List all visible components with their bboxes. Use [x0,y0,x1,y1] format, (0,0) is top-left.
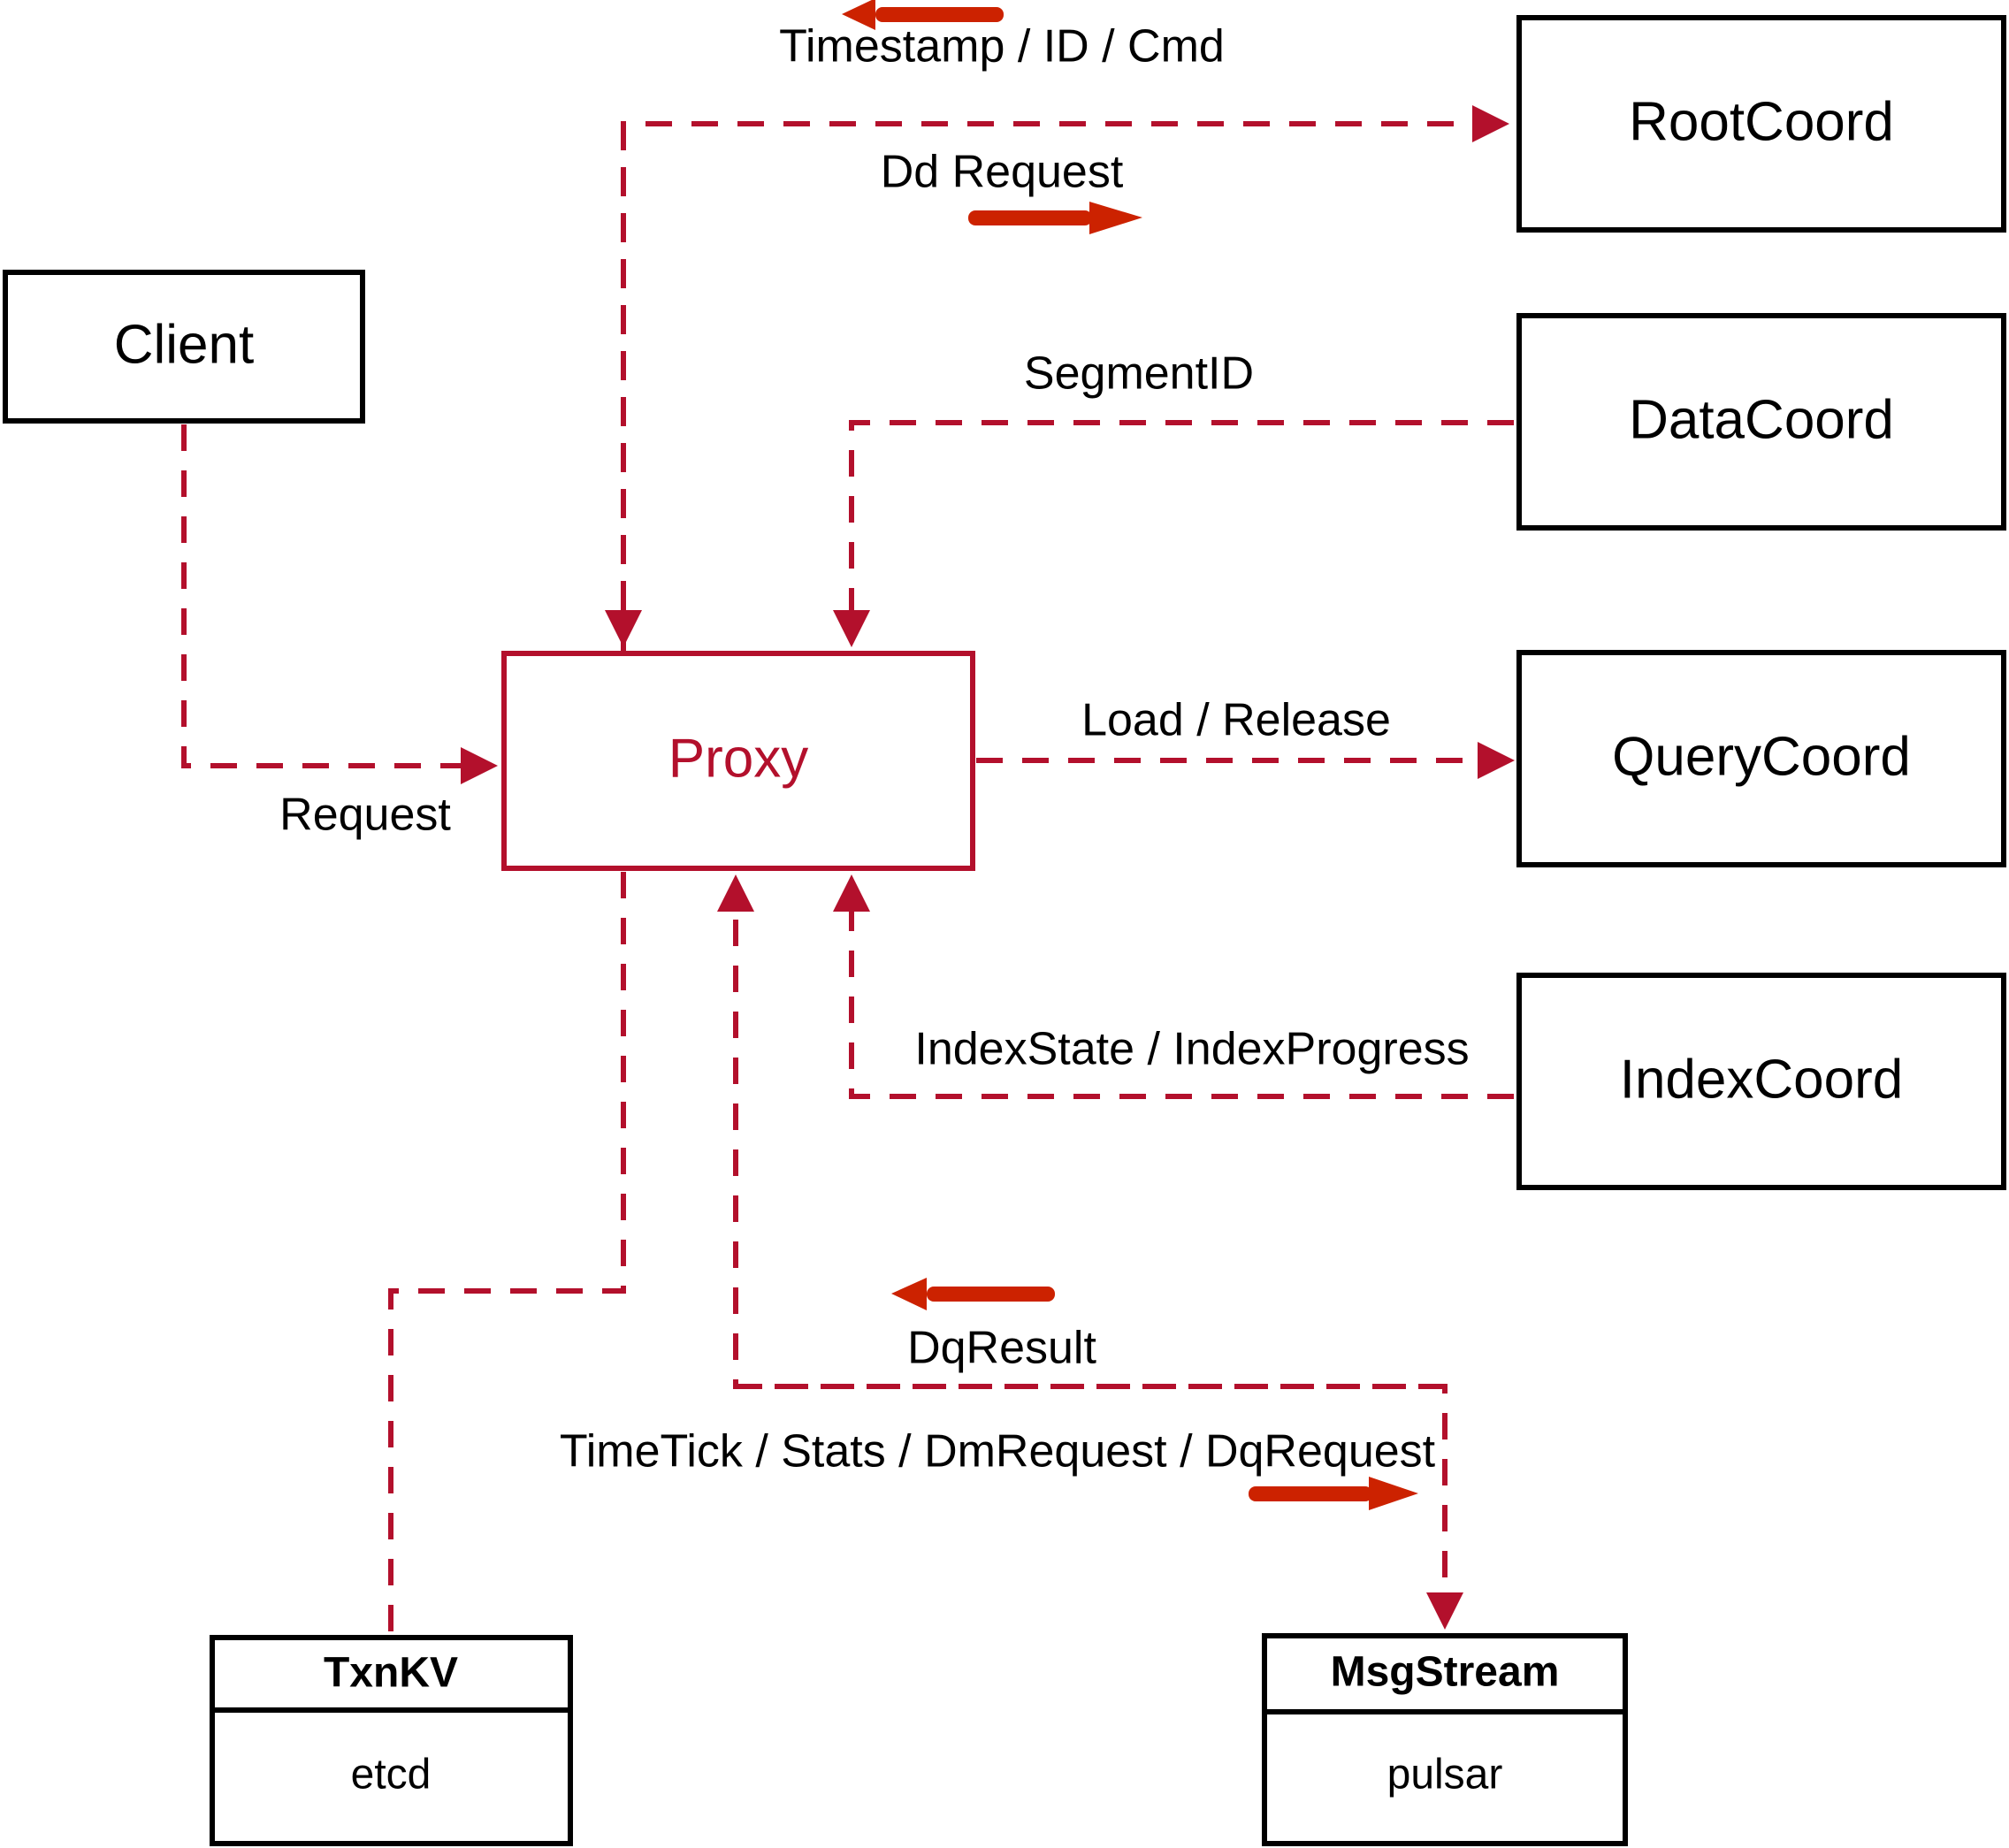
node-txnkv-label: TxnKV [324,1650,458,1697]
edge-label-segmentid: SegmentID [1024,348,1254,400]
node-txnkv-box [210,1635,573,1846]
node-rootcoord-box [1516,15,2006,233]
node-msgstream-box [1262,1633,1628,1846]
node-indexcoord-label: IndexCoord [1620,1049,1904,1110]
node-proxy-box [501,651,975,871]
node-querycoord-box [1516,650,2006,867]
node-rootcoord-label: RootCoord [1629,91,1894,152]
edge-client-to-proxy [181,424,498,784]
node-msgstream-sublabel: pulsar [1387,1752,1503,1798]
edge-indexcoord-to-proxy [833,874,1514,1099]
edge-proxy-to-msgstream [736,1384,1463,1630]
edge-label-request: Request [279,790,451,841]
node-msgstream-label: MsgStream [1331,1649,1560,1696]
node-querycoord-label: QueryCoord [1612,726,1911,787]
node-client[interactable]: Client [3,270,365,424]
edge-label-dd-request: Dd Request [881,147,1124,198]
edge-label-index-state: IndexState / IndexProgress [914,1024,1469,1075]
node-datacoord-box [1516,313,2006,531]
edge-msgstream-to-proxy [717,874,1445,1389]
node-querycoord[interactable]: QueryCoord [1516,650,2006,867]
node-client-label: Client [114,314,255,375]
node-datacoord[interactable]: DataCoord [1516,313,2006,531]
node-datacoord-label: DataCoord [1629,389,1894,450]
node-proxy-label: Proxy [668,728,808,789]
node-txnkv-sublabel: etcd [351,1752,432,1798]
node-indexcoord[interactable]: IndexCoord [1516,973,2006,1190]
node-msgstream[interactable]: MsgStream pulsar [1262,1633,1628,1846]
flow-arrow-left-timestamp [842,0,1004,30]
node-proxy[interactable]: Proxy [501,651,975,871]
edge-proxy-to-txnkv [388,872,626,1638]
edge-label-load-release: Load / Release [1081,695,1391,746]
edge-label-dq-result: DqResult [907,1323,1096,1374]
edge-datacoord-to-proxy [833,420,1514,647]
flow-arrow-right-dd-request [968,202,1142,234]
flow-arrow-left-dq-result [891,1278,1055,1310]
node-client-box [3,270,365,424]
edge-label-timetick-stats: TimeTick / Stats / DmRequest / DqRequest [560,1426,1436,1478]
edge-label-timestamp-id-cmd: Timestamp / ID / Cmd [779,21,1225,73]
node-indexcoord-box [1516,973,2006,1190]
node-rootcoord[interactable]: RootCoord [1516,15,2006,233]
flow-arrow-right-timetick [1249,1477,1418,1510]
node-txnkv[interactable]: TxnKV etcd [210,1635,573,1846]
